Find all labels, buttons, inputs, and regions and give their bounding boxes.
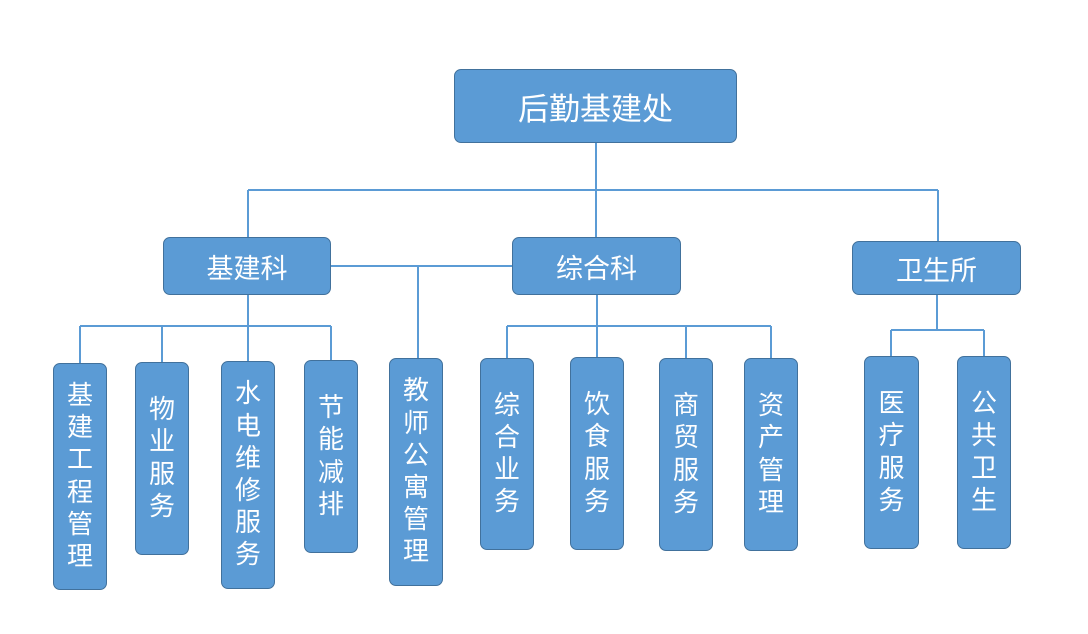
unit-label: 教师公寓管理	[403, 376, 430, 568]
unit-node: 教师公寓管理	[389, 358, 443, 586]
unit-label: 水电维修服务	[235, 379, 262, 571]
unit-node: 节能减排	[304, 360, 358, 553]
unit-node: 资产管理	[744, 358, 798, 551]
unit-label: 饮食服务	[584, 390, 611, 517]
department-node-zonghe: 综合科	[512, 237, 681, 295]
department-label: 基建科	[206, 253, 288, 285]
unit-node: 公共卫生	[957, 356, 1011, 549]
unit-node: 医疗服务	[864, 356, 919, 549]
root-label: 后勤基建处	[518, 91, 673, 128]
unit-label: 综合业务	[494, 390, 521, 518]
department-label: 综合科	[556, 253, 637, 285]
unit-node: 综合业务	[480, 358, 534, 550]
department-node-jianke: 基建科	[163, 237, 331, 295]
unit-label: 物业服务	[149, 395, 176, 522]
unit-label: 公共卫生	[971, 389, 998, 516]
unit-node: 物业服务	[135, 362, 189, 555]
unit-label: 基建工程管理	[67, 380, 94, 572]
department-label: 卫生所	[896, 255, 977, 287]
unit-node: 商贸服务	[659, 358, 713, 551]
unit-node: 饮食服务	[570, 357, 624, 550]
unit-label: 商贸服务	[673, 391, 700, 518]
unit-node: 基建工程管理	[53, 363, 107, 590]
root-node: 后勤基建处	[454, 69, 737, 143]
unit-label: 节能减排	[318, 393, 345, 520]
department-node-weisheng: 卫生所	[852, 241, 1021, 295]
unit-label: 医疗服务	[878, 389, 905, 516]
unit-label: 资产管理	[758, 391, 785, 518]
unit-node: 水电维修服务	[221, 361, 275, 589]
